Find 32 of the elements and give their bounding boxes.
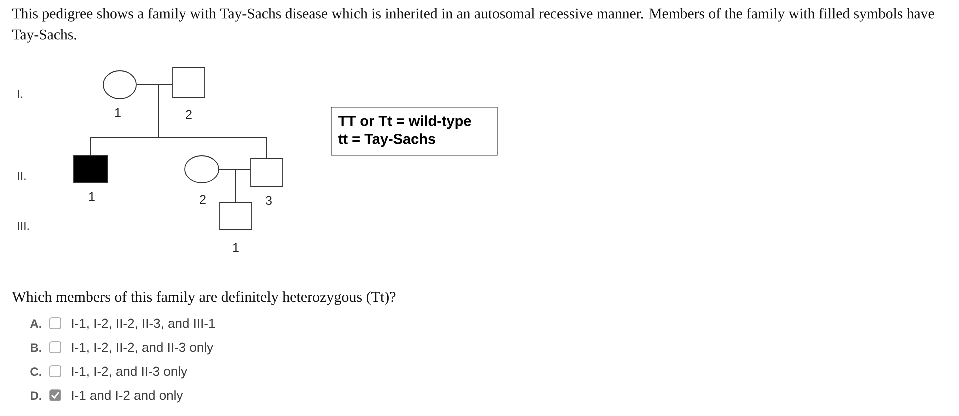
option-letter: C. bbox=[30, 368, 42, 376]
option-letter: D. bbox=[31, 392, 42, 400]
question-text: Which members of this family are definitely heterozygous (Tt)? bbox=[12, 291, 396, 306]
option-text: I-1 and I-2 and only bbox=[72, 390, 184, 403]
individual-number: 3 bbox=[266, 196, 272, 206]
individual-number: 1 bbox=[89, 192, 95, 201]
pedigree-square bbox=[220, 202, 252, 230]
pedigree-circle bbox=[184, 156, 220, 184]
individual-number: 1 bbox=[115, 108, 121, 117]
option-text: I-1, I-2, II-2, II-3, and III-1 bbox=[72, 318, 216, 330]
descent-line bbox=[236, 169, 251, 203]
option-text: I-1, I-2, and II-3 only bbox=[72, 366, 188, 379]
checkbox bbox=[50, 318, 62, 330]
option-letter: B. bbox=[31, 344, 42, 352]
intro-text: This pedigree shows a family with Tay-Sachs disease which is inherited in an autosomal recessive manner. Members of the family with filled symbols have Tay-Sachs. bbox=[12, 8, 934, 43]
checkbox bbox=[50, 342, 62, 354]
pedigree-square bbox=[172, 68, 206, 98]
generation-label: I. bbox=[18, 90, 23, 98]
generation-label: II. bbox=[18, 172, 26, 180]
individual-number: 1 bbox=[233, 243, 239, 252]
individual-number: 2 bbox=[186, 110, 192, 119]
option-letter: A. bbox=[30, 320, 42, 328]
pedigree-square bbox=[250, 158, 284, 188]
filled-pedigree-square bbox=[74, 156, 108, 184]
key-box: TT or Tt = wild-type tt = Tay-Sachs bbox=[331, 107, 498, 156]
checked-checkbox bbox=[50, 390, 62, 402]
descent-line bbox=[158, 84, 268, 159]
option-text: I-1, I-2, II-2, and II-3 only bbox=[72, 342, 214, 355]
individual-number: 2 bbox=[200, 195, 206, 204]
pedigree-circle bbox=[103, 70, 137, 100]
checkbox bbox=[50, 366, 62, 378]
generation-label: III. bbox=[18, 222, 29, 230]
